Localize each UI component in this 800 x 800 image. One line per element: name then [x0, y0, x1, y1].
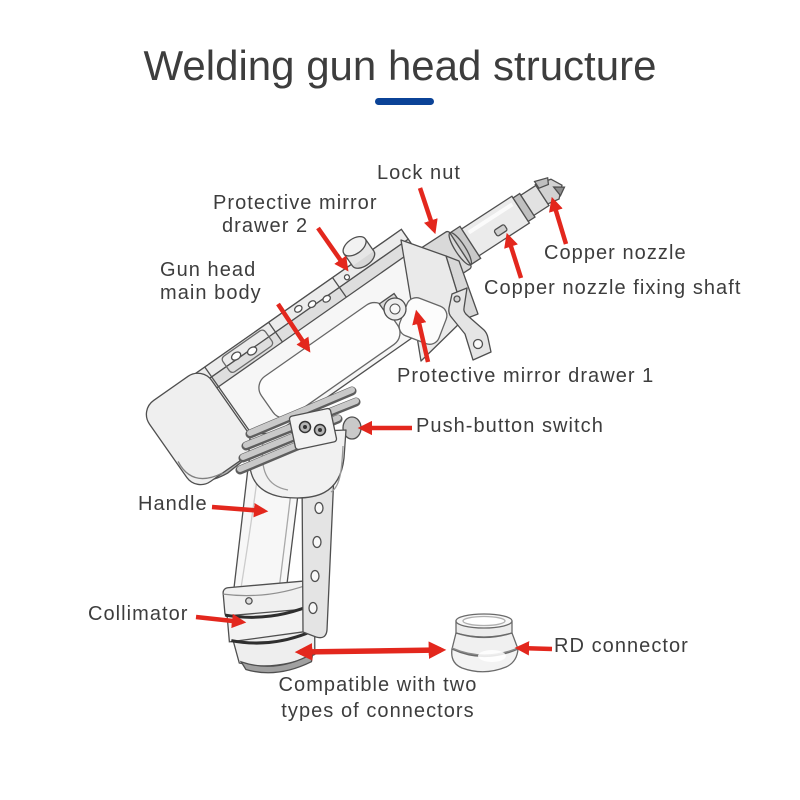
label-protective-mirror-drawer-1: Protective mirror drawer 1 — [397, 365, 655, 387]
label-gun-head-main-body: Gun head main body — [160, 259, 262, 305]
title-accent-bar — [375, 98, 434, 105]
label-lock-nut: Lock nut — [377, 162, 462, 184]
label-copper-nozzle-fixing-shaft: Copper nozzle fixing shaft — [484, 277, 742, 299]
label-line: Protective mirror — [213, 192, 378, 214]
label-push-button-switch: Push-button switch — [416, 415, 604, 437]
label-line: types of connectors — [281, 700, 475, 722]
label-copper-nozzle: Copper nozzle — [544, 242, 687, 264]
label-collimator: Collimator — [88, 603, 189, 625]
arrow-handle — [211, 503, 269, 518]
arrow-rd-connector — [514, 641, 553, 656]
arrow-protective-mirror-drawer-1 — [412, 309, 431, 363]
arrow-copper-nozzle-fixing-shaft — [504, 232, 524, 279]
label-protective-mirror-drawer-2: Protective mirror drawer 2 — [213, 192, 378, 238]
rd-connector-part — [451, 613, 519, 673]
label-rd-connector: RD connector — [554, 635, 689, 657]
gun-body — [145, 228, 457, 486]
label-line: main body — [160, 282, 262, 304]
fixing-bracket — [448, 287, 492, 361]
page-title: Welding gun head structure — [143, 42, 657, 89]
arrow-compatible-double — [294, 641, 447, 661]
label-handle: Handle — [138, 493, 208, 515]
knob — [378, 292, 407, 321]
callout-arrows — [195, 187, 569, 661]
label-line: Gun head — [160, 259, 257, 281]
arrow-gun-head-main-body — [276, 302, 311, 353]
arrow-lock-nut — [417, 187, 438, 235]
switch-plate — [288, 407, 338, 451]
arrow-protective-mirror-drawer-2 — [316, 226, 349, 272]
arrow-collimator — [195, 613, 247, 629]
handle-rear-panel — [301, 464, 335, 639]
label-line: Compatible with two — [278, 674, 478, 696]
screws — [298, 420, 327, 437]
label-line: drawer 2 — [222, 215, 309, 237]
collimator-part — [222, 579, 318, 674]
label-compatible-connectors: Compatible with two types of connectors — [252, 672, 504, 724]
arrow-copper-nozzle — [549, 196, 569, 245]
